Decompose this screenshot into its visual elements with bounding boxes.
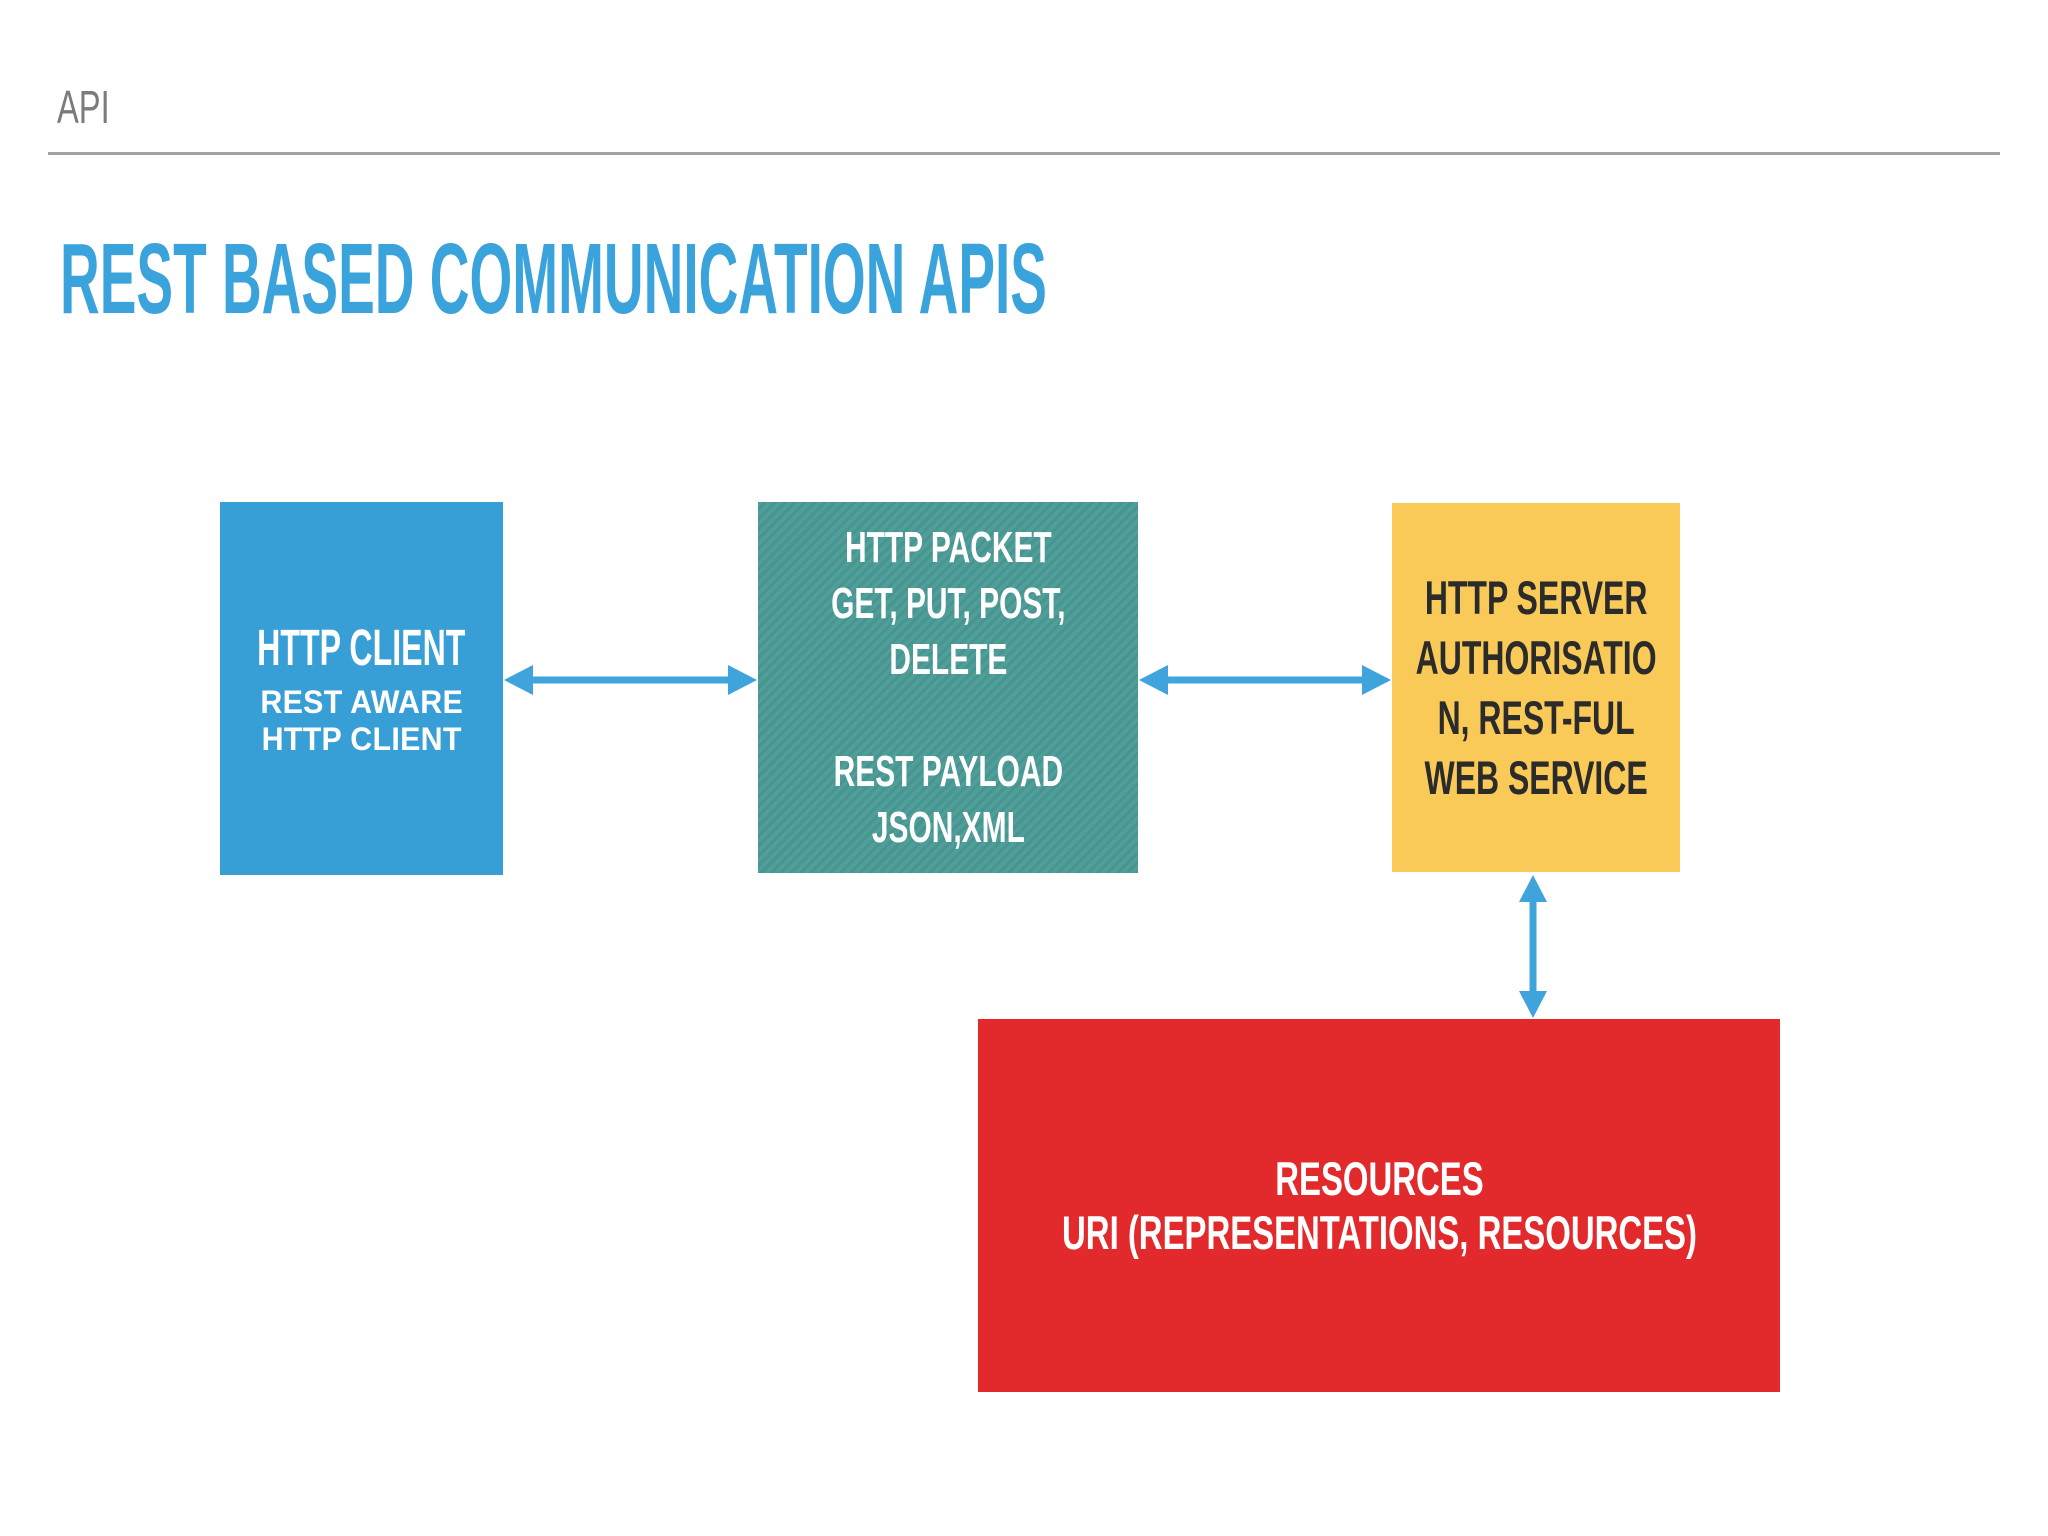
text-line: URI (REPRESENTATIONS, RESOURCES) [1061, 1205, 1697, 1259]
http-server-box: HTTP SERVER AUTHORISATIO N, REST-FUL WEB SE… [1392, 503, 1680, 872]
text-line [831, 688, 1065, 744]
text-line: REST AWARE [260, 683, 463, 720]
http-client-heading-text: HTTP CLIENT [257, 618, 466, 676]
packet-server-double-arrow-icon [1139, 665, 1391, 695]
http-client-heading: HTTP CLIENT [196, 618, 527, 676]
header-divider [48, 152, 2000, 155]
text-line: N, REST-FUL [1437, 690, 1635, 744]
client-packet-double-arrow-icon [504, 665, 757, 695]
text-line: REST PAYLOAD [833, 746, 1063, 796]
http-packet-text: HTTP PACKET GET, PUT, POST, DELETE REST PA… [831, 520, 1065, 856]
text-line: RESOURCES [1274, 1151, 1484, 1205]
kicker-label: API [57, 81, 110, 133]
page-title: REST BASED COMMUNICATION APIS [60, 229, 1854, 329]
text-line: WEB SERVICE [1424, 750, 1648, 804]
text-line: GET, PUT, POST, [830, 578, 1066, 628]
text-line: HTTP SERVER [1424, 570, 1648, 624]
page-title-text: REST BASED COMMUNICATION APIS [60, 223, 1047, 335]
http-packet-box: HTTP PACKET GET, PUT, POST, DELETE REST PA… [758, 502, 1138, 873]
text-line: JSON,XML [871, 802, 1025, 852]
text-line: HTTP CLIENT [261, 720, 462, 757]
text-line: HTTP PACKET [844, 522, 1052, 572]
http-server-text: HTTP SERVER AUTHORISATIO N, REST-FUL WEB SE… [1416, 568, 1657, 808]
text-line: DELETE [888, 634, 1008, 684]
text-line: AUTHORISATIO [1415, 630, 1657, 684]
server-resources-double-arrow-icon [1519, 875, 1547, 1018]
